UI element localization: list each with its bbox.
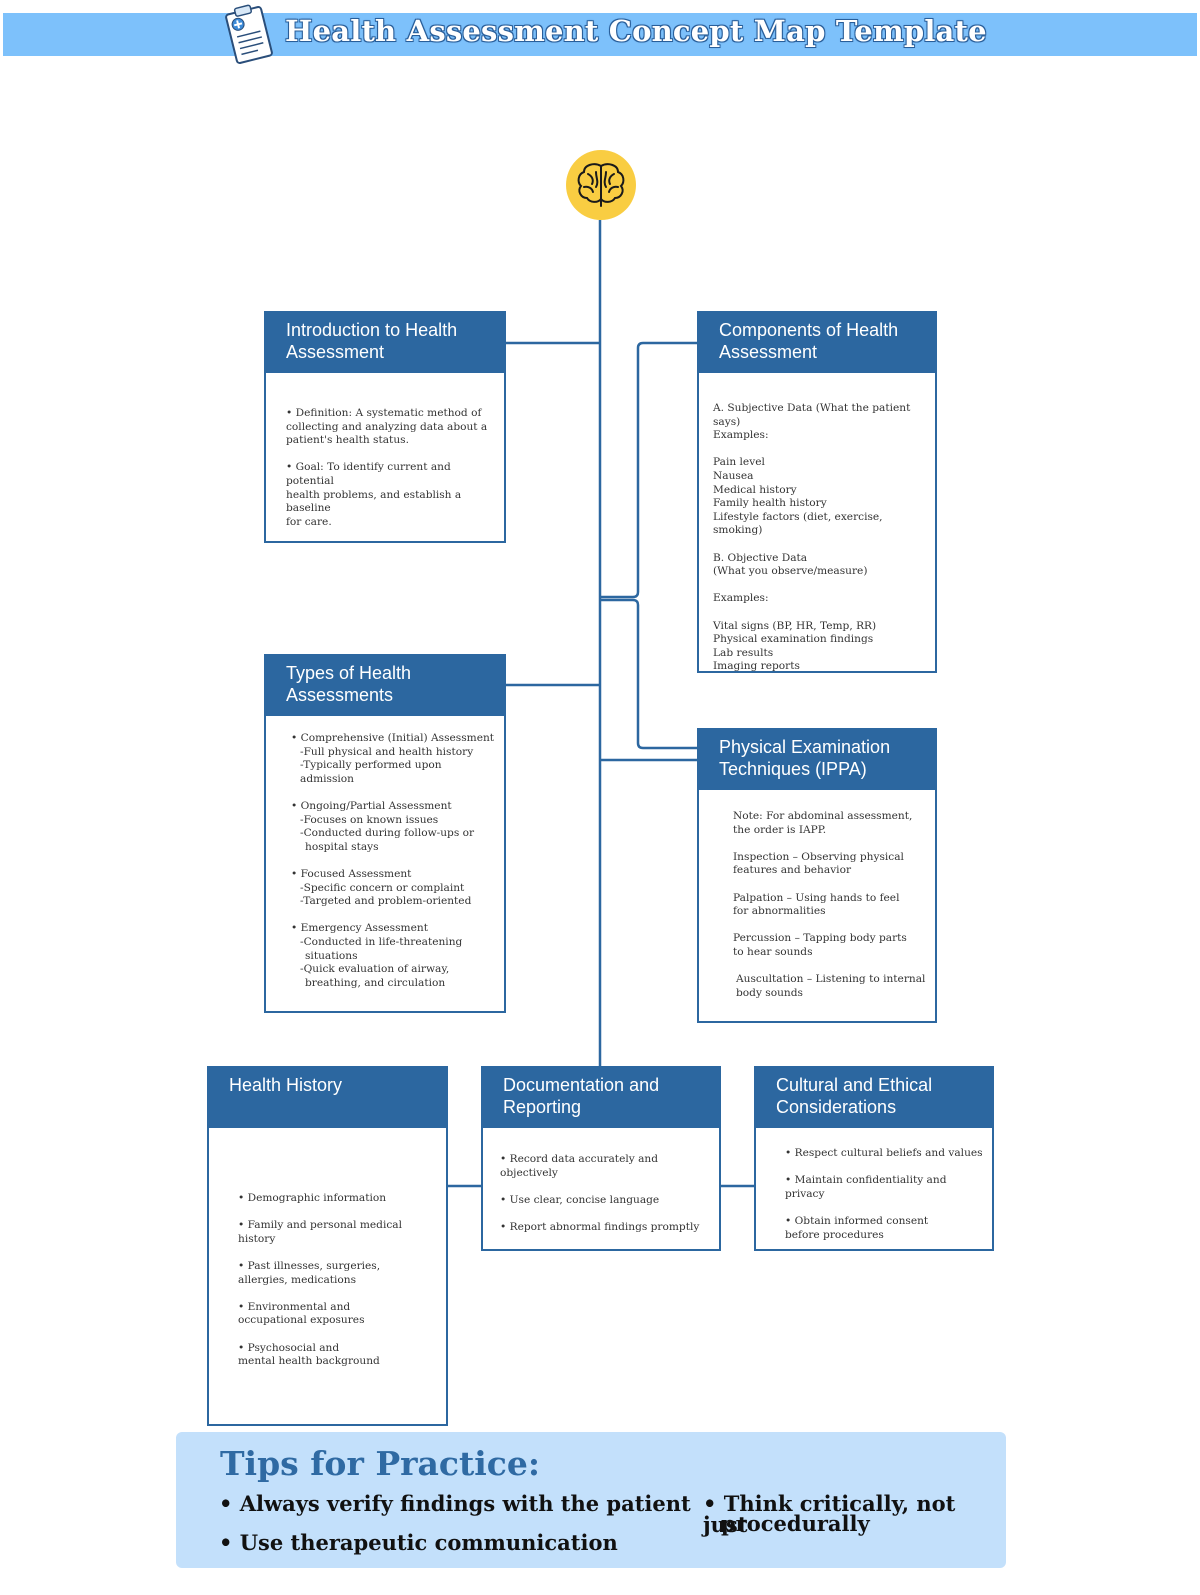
history-line: mental health background — [238, 1355, 380, 1368]
types-line: • Comprehensive (Initial) Assessment — [291, 732, 495, 744]
documentation-line: • Report abnormal findings promptly — [500, 1220, 700, 1233]
physical-line: Auscultation – Listening to internal — [736, 973, 926, 986]
physical-line: the order is IAPP. — [733, 823, 827, 836]
types-line: -Specific concern or complaint — [300, 881, 465, 894]
page-title: Health Assessment Concept Map Template — [285, 14, 987, 48]
types-line: • Emergency Assessment — [291, 922, 428, 935]
components-title: Components of Health Assessment — [699, 313, 935, 373]
physical-body: Note: For abdominal assessment, the orde… — [699, 790, 935, 1000]
physical-box: Physical Examination Techniques (IPPA) N… — [697, 728, 937, 1023]
documentation-line: • Use clear, concise language — [500, 1193, 660, 1206]
intro-line: • Definition: A systematic method of — [286, 407, 482, 419]
cultural-line: • Maintain confidentiality and privacy — [785, 1174, 947, 1200]
intro-line: • Goal: To identify current and potentia… — [286, 461, 451, 487]
physical-line: Palpation – Using hands to feel — [733, 891, 900, 904]
components-line: Pain level — [713, 456, 765, 469]
components-line: Lifestyle factors (diet, exercise, smoki… — [713, 510, 883, 537]
components-line: Examples: — [713, 429, 769, 442]
types-line: situations — [305, 949, 358, 962]
history-title: Health History — [209, 1068, 446, 1128]
types-box: Types of Health Assessments • Comprehens… — [264, 654, 506, 1013]
physical-line: features and behavior — [733, 864, 852, 877]
types-body: • Comprehensive (Initial) Assessment -Fu… — [266, 716, 504, 990]
intro-line: for care. — [286, 515, 332, 528]
tip-item: • Use therapeutic communication — [219, 1530, 618, 1555]
components-line: Physical examination findings — [713, 633, 874, 646]
intro-box: Introduction to Health Assessment • Defi… — [264, 311, 506, 543]
history-box: Health History • Demographic information… — [207, 1066, 448, 1426]
brain-icon — [577, 163, 625, 207]
components-line: Family health history — [713, 497, 827, 510]
cultural-box: Cultural and Ethical Considerations • Re… — [754, 1066, 994, 1251]
physical-title: Physical Examination Techniques (IPPA) — [699, 730, 935, 790]
history-line: • Past illnesses, surgeries, — [238, 1259, 381, 1272]
tip-item: procedurally — [721, 1511, 870, 1536]
components-line: Lab results — [713, 646, 774, 659]
header-bar — [3, 13, 1197, 56]
history-body: • Demographic information • Family and p… — [209, 1128, 446, 1369]
components-line: Examples: — [713, 592, 769, 605]
history-line: • Psychosocial and — [238, 1341, 340, 1354]
central-node — [566, 150, 636, 220]
components-line: Vital signs (BP, HR, Temp, RR) — [713, 619, 877, 632]
types-line: -Focuses on known issues — [300, 813, 439, 826]
components-box: Components of Health Assessment A. Subje… — [697, 311, 937, 673]
components-line: Medical history — [713, 483, 797, 496]
history-line: • Demographic information — [238, 1192, 387, 1204]
physical-line: body sounds — [736, 986, 803, 999]
types-line: • Focused Assessment — [291, 867, 412, 880]
tips-title: Tips for Practice: — [220, 1444, 541, 1483]
cultural-line: • Respect cultural beliefs and values — [785, 1147, 983, 1159]
types-line: -Full physical and health history — [300, 745, 474, 758]
types-line: • Ongoing/Partial Assessment — [291, 799, 452, 812]
components-line: Imaging reports — [713, 660, 800, 673]
cultural-line: • Obtain informed consent — [785, 1214, 929, 1227]
components-body: A. Subjective Data (What the patient say… — [699, 373, 935, 674]
physical-line: to hear sounds — [733, 945, 813, 958]
tip-item: • Always verify findings with the patien… — [219, 1491, 691, 1516]
types-line: -Targeted and problem-oriented — [300, 895, 472, 908]
physical-line: Note: For abdominal assessment, — [733, 810, 913, 822]
intro-line: patient's health status. — [286, 434, 409, 447]
types-line: -Conducted in life-threatening — [300, 935, 463, 948]
intro-title: Introduction to Health Assessment — [266, 313, 504, 373]
physical-line: Inspection – Observing physical — [733, 850, 904, 863]
types-title: Types of Health Assessments — [266, 656, 504, 716]
intro-line: collecting and analyzing data about a — [286, 420, 488, 433]
intro-body: • Definition: A systematic method of col… — [266, 373, 504, 529]
physical-line: for abnormalities — [733, 905, 826, 918]
components-line: Nausea — [713, 469, 754, 482]
documentation-box: Documentation and Reporting • Record dat… — [481, 1066, 721, 1251]
history-line: • Family and personal medical history — [238, 1219, 402, 1245]
types-line: -Conducted during follow-ups or — [300, 827, 475, 840]
documentation-line: • Record data accurately and objectively — [500, 1153, 658, 1179]
types-line: hospital stays — [305, 840, 379, 853]
physical-line: Percussion – Tapping body parts — [733, 932, 907, 945]
history-line: allergies, medications — [238, 1273, 357, 1286]
types-line: -Typically performed upon admission — [300, 759, 442, 785]
components-line: (What you observe/measure) — [713, 565, 868, 578]
components-line: B. Objective Data — [713, 551, 808, 564]
documentation-title: Documentation and Reporting — [483, 1068, 719, 1128]
history-line: • Environmental and — [238, 1300, 351, 1313]
history-line: occupational exposures — [238, 1314, 365, 1327]
types-line: breathing, and circulation — [305, 976, 446, 989]
cultural-line: before procedures — [785, 1228, 884, 1241]
cultural-title: Cultural and Ethical Considerations — [756, 1068, 992, 1128]
types-line: -Quick evaluation of airway, — [300, 963, 450, 976]
cultural-body: • Respect cultural beliefs and values • … — [756, 1128, 992, 1242]
documentation-body: • Record data accurately and objectively… — [483, 1128, 719, 1235]
components-line: A. Subjective Data (What the patient say… — [713, 402, 911, 428]
tip-item: • Think critically, not just — [703, 1491, 956, 1537]
intro-line: health problems, and establish a baselin… — [286, 488, 462, 515]
clipboard-medical-icon — [225, 4, 273, 64]
tips-panel: Tips for Practice: • Always verify findi… — [176, 1432, 1006, 1568]
